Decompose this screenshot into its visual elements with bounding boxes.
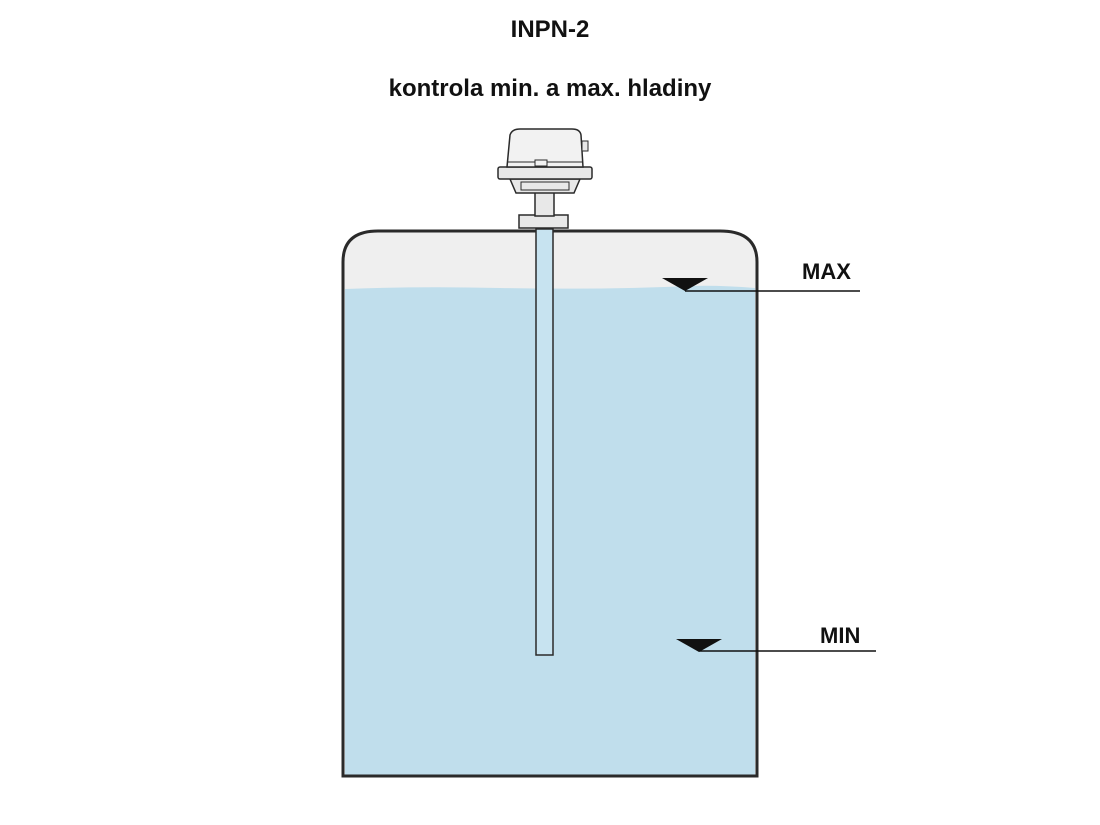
min-triangle-icon	[676, 639, 722, 652]
max-level-marker: MAX	[662, 259, 860, 292]
max-triangle-icon	[662, 278, 708, 291]
min-level-label: MIN	[820, 623, 860, 648]
probe-rod	[535, 228, 554, 656]
max-level-label: MAX	[802, 259, 851, 284]
level-sensor-head	[497, 128, 593, 229]
min-level-marker: MIN	[676, 623, 876, 652]
tank-outline	[341, 229, 759, 778]
page-subtitle: kontrola min. a max. hladiny	[388, 75, 712, 102]
page-title: INPN-2	[510, 16, 590, 43]
